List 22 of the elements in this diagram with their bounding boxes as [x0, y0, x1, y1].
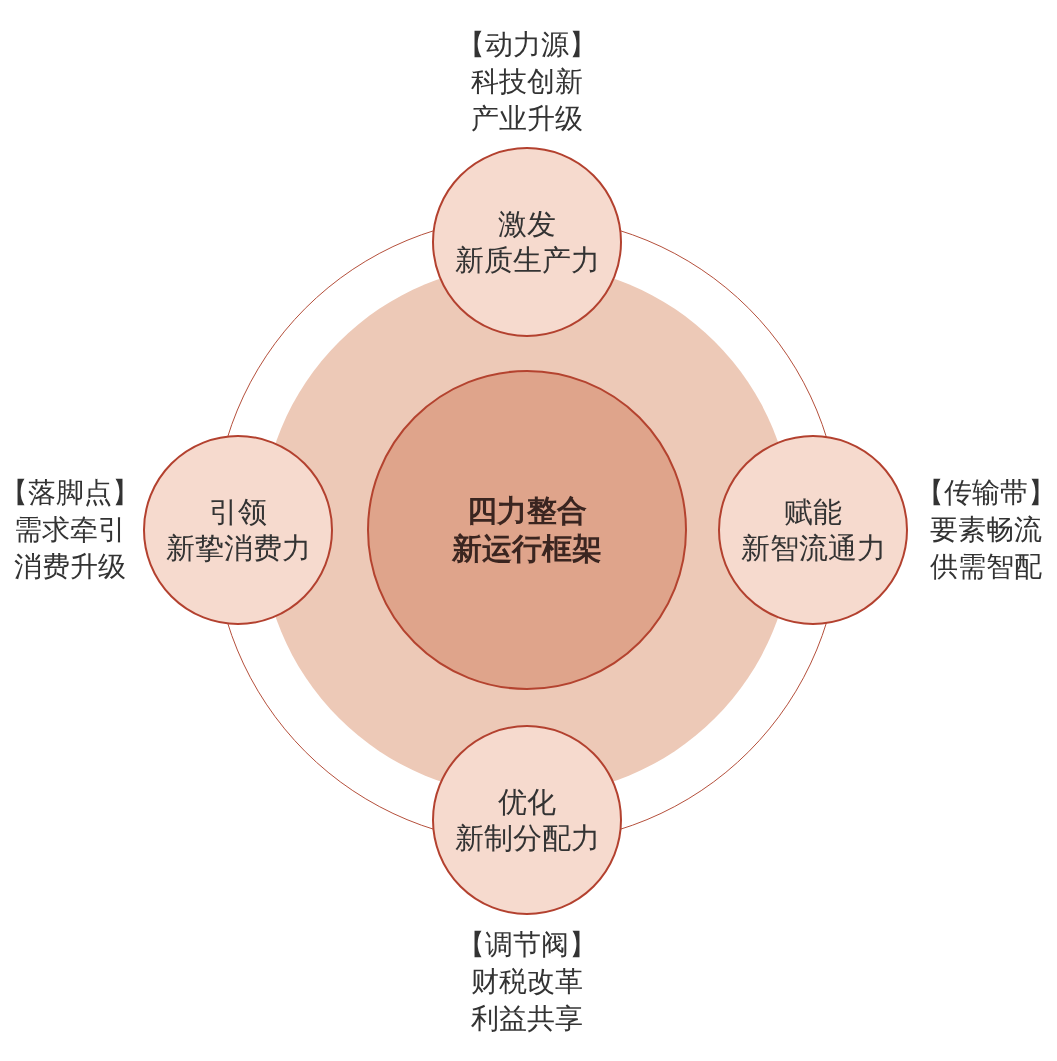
annotation-heading: 【动力源】	[457, 28, 597, 62]
node-heading: 激发	[498, 206, 556, 242]
annotation-text: 利益共享	[471, 1002, 583, 1036]
annotation-heading: 【调节阀】	[457, 928, 597, 962]
node-text: 新挚消费力	[165, 531, 311, 566]
node-heading: 赋能	[784, 494, 842, 530]
node-text: 新制分配力	[454, 821, 600, 856]
annotation-text: 产业升级	[471, 102, 583, 136]
node-heading: 四力整合	[466, 493, 587, 529]
annotation-text: 供需智配	[930, 550, 1042, 584]
annotation-heading: 【传输带】	[916, 476, 1056, 510]
node-heading: 优化	[498, 784, 556, 820]
node-text: 新智流通力	[740, 531, 886, 566]
node-text: 新运行框架	[451, 530, 602, 567]
annotation-text: 消费升级	[14, 550, 126, 584]
node-heading: 引领	[209, 494, 267, 530]
annotation-text: 财税改革	[471, 965, 583, 999]
annotation-text: 需求牵引	[14, 513, 126, 547]
annotation-text: 科技创新	[471, 65, 583, 99]
annotation-heading: 【落脚点】	[0, 476, 140, 510]
annotation-text: 要素畅流	[930, 513, 1042, 547]
node-text: 新质生产力	[454, 243, 600, 278]
